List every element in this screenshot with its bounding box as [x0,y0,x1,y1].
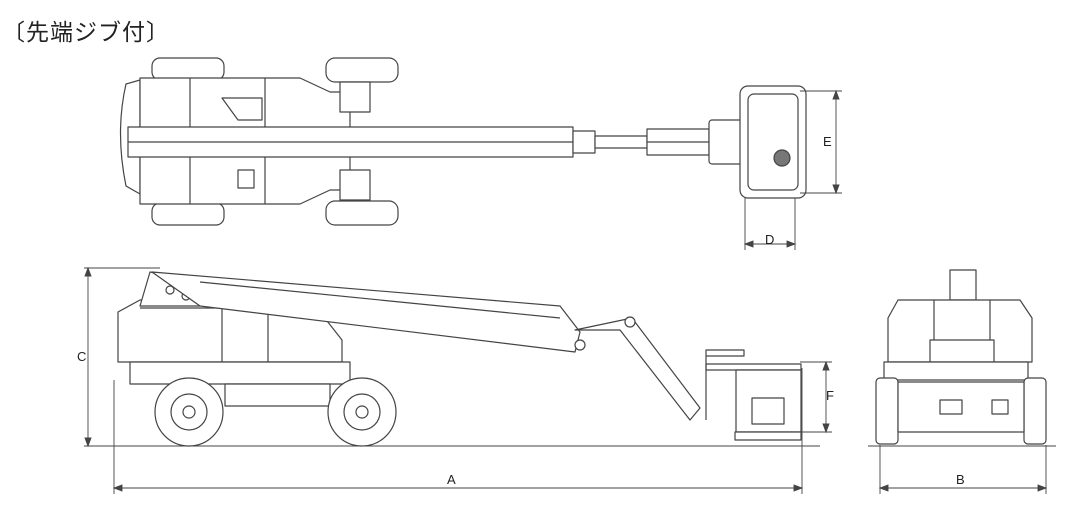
dim-label-f: F [826,388,834,403]
rear-view [875,269,1047,445]
dimension-lines [84,89,1056,494]
side-view [117,271,802,447]
dim-label-d: D [765,232,774,247]
dim-label-a: A [447,472,456,487]
dim-label-c: C [77,349,86,364]
top-view [119,57,807,226]
dim-label-e: E [823,134,832,149]
dim-label-b: B [956,472,965,487]
diagram-title: 〔先端ジブ付〕 [2,20,170,46]
